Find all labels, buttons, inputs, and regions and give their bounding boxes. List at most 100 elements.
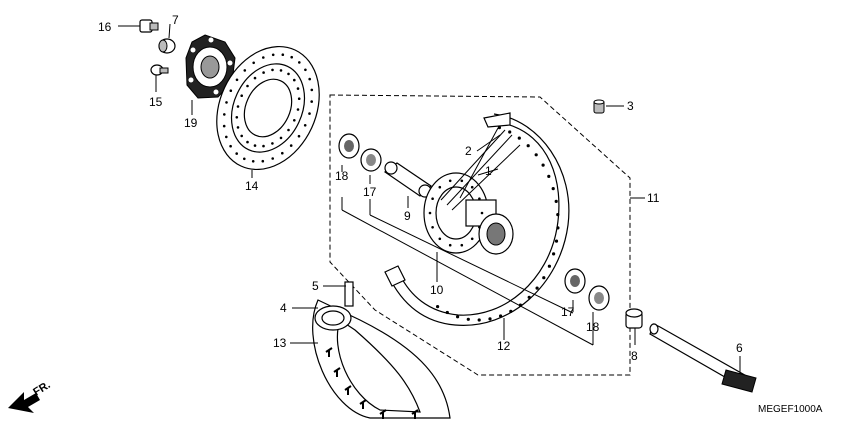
- callout-14: 14: [245, 179, 259, 193]
- callout-labels: 1 2 3 4 5 6 7 8 9 10 11 12 13 14 15 16 1…: [98, 13, 743, 363]
- hole-dot: [448, 179, 452, 183]
- hole-dot: [271, 157, 275, 160]
- valve-cap-part-3: [593, 99, 605, 114]
- callout-4: 4: [280, 301, 287, 315]
- hole-dot: [542, 276, 546, 280]
- callout-3: 3: [627, 99, 634, 113]
- inner-tube-part-4: [314, 305, 352, 331]
- collar-part-7: [158, 38, 176, 54]
- callout-11: 11: [647, 191, 660, 205]
- callout-16: 16: [98, 20, 112, 34]
- hole-dot: [246, 140, 249, 144]
- hole-dot: [240, 94, 243, 97]
- wheel-assembly-boundary: [329, 94, 631, 376]
- hole-dot: [262, 144, 265, 148]
- callout-18-left: 18: [335, 169, 349, 183]
- hole-dot: [428, 211, 432, 215]
- bearing-part-18-right: [588, 285, 610, 311]
- hole-dot: [445, 310, 449, 315]
- hole-dot: [271, 68, 274, 72]
- hole-dot: [271, 142, 274, 145]
- bolt-part-16: [139, 19, 159, 33]
- hole-dot: [477, 318, 481, 322]
- hole-dot: [534, 153, 538, 157]
- hole-dot: [296, 108, 300, 111]
- hole-dot: [271, 53, 275, 57]
- hole-dot: [262, 71, 265, 74]
- hole-dot: [499, 314, 503, 318]
- tread-mark: [359, 399, 367, 409]
- callout-13: 13: [273, 336, 287, 350]
- hole-dot: [253, 144, 257, 147]
- hole-dot: [236, 105, 240, 108]
- direction-arrow-icon: [8, 392, 40, 413]
- hole-dot: [240, 134, 243, 138]
- callout-9: 9: [404, 209, 411, 223]
- hole-dot: [547, 264, 552, 268]
- hole-dot: [261, 159, 265, 163]
- callout-1: 1: [485, 164, 492, 178]
- callout-19: 19: [184, 116, 198, 130]
- hole-dot: [225, 101, 228, 104]
- hole-dot: [243, 157, 246, 161]
- hole-dot: [235, 78, 239, 82]
- front-direction-indicator: FR.: [8, 379, 53, 413]
- hole-dot: [290, 55, 294, 59]
- spacer-tube-part-9: [383, 161, 432, 198]
- hole-dot: [535, 286, 539, 290]
- hole-dot: [236, 126, 240, 129]
- hole-dot: [438, 237, 442, 241]
- hole-dot: [488, 317, 492, 321]
- hole-dot: [279, 69, 283, 72]
- hole-dot: [297, 134, 301, 138]
- hole-dot: [456, 315, 460, 319]
- hole-dot: [517, 136, 521, 140]
- hole-dot: [279, 136, 283, 140]
- hole-dot: [554, 199, 558, 203]
- hole-dot: [225, 135, 228, 139]
- brake-disc-part-14: [216, 45, 320, 171]
- callout-5: 5: [312, 279, 319, 293]
- tire-part-13: [312, 299, 451, 419]
- hole-dot: [296, 87, 300, 90]
- hole-dot: [460, 179, 464, 183]
- callout-12: 12: [497, 339, 511, 353]
- hole-dot: [252, 61, 255, 65]
- hole-dot: [297, 97, 301, 100]
- hole-dot: [509, 309, 513, 313]
- hole-dot: [470, 237, 474, 241]
- hole-dot: [304, 68, 307, 72]
- hole-dot: [478, 197, 481, 200]
- hole-dot: [431, 197, 434, 200]
- tread-mark: [379, 409, 387, 419]
- hole-dot: [298, 61, 301, 64]
- hole-dot: [310, 88, 314, 92]
- hole-dot: [448, 243, 452, 247]
- hole-dot: [243, 69, 247, 72]
- hole-dot: [287, 128, 290, 132]
- hole-dot: [235, 152, 238, 155]
- hole-dot: [246, 84, 249, 88]
- hole-dot: [556, 213, 560, 217]
- valve-stem-part-5: [344, 281, 354, 307]
- tread-mark: [411, 409, 419, 419]
- tread-mark: [333, 367, 341, 377]
- seal-part-17-left: [360, 148, 382, 172]
- hole-dot: [552, 252, 556, 256]
- hole-dot: [281, 53, 285, 56]
- hub-part-10: [423, 172, 514, 255]
- hole-dot: [470, 185, 474, 189]
- callout-7: 7: [172, 13, 179, 27]
- screw-part-15: [150, 64, 169, 76]
- seal-part-17-right: [564, 268, 586, 294]
- callout-8: 8: [631, 349, 638, 363]
- hole-dot: [293, 119, 296, 122]
- hole-dot: [556, 226, 560, 230]
- hole-dot: [438, 185, 442, 189]
- reference-code: MEGEF1000A: [758, 404, 823, 415]
- hole-dot: [223, 113, 226, 116]
- callout-18-right: 18: [586, 320, 600, 334]
- bearing-part-18-left: [338, 133, 360, 159]
- hole-dot: [526, 144, 530, 148]
